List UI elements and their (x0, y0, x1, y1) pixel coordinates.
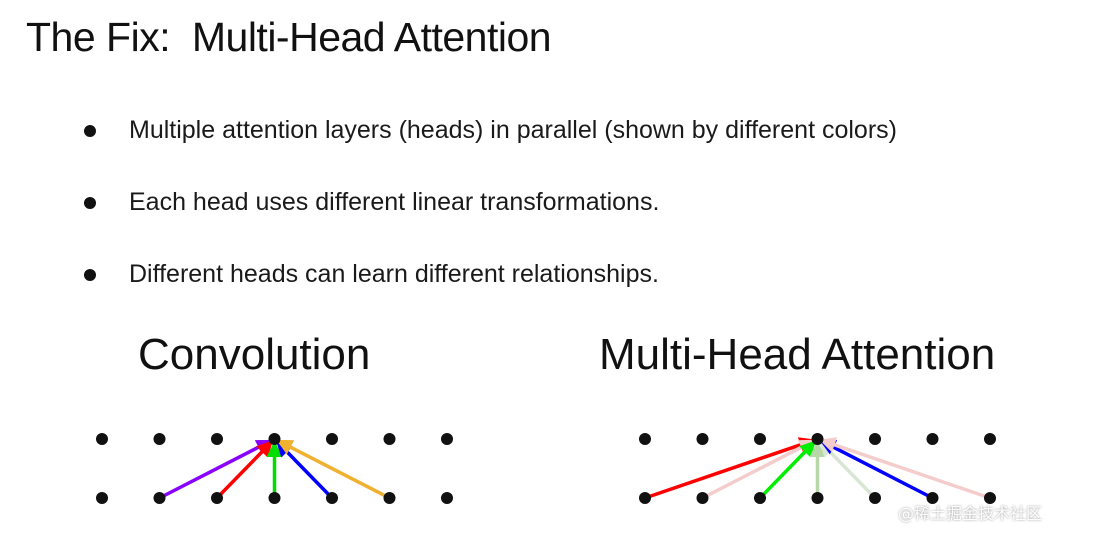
convolution-output-dot (441, 433, 453, 445)
bullet-text: Different heads can learn different rela… (129, 260, 659, 288)
attention-output-dot (754, 433, 766, 445)
watermark: @稀土掘金技术社区 (898, 504, 1043, 523)
attention-input-dot (754, 492, 766, 504)
convolution-output-dot (383, 433, 396, 445)
convolution-input-dot (211, 492, 223, 504)
attention-input-dot (869, 492, 881, 504)
multi-head-attention-title: Multi-Head Attention (599, 330, 996, 379)
bullet-item: Multiple attention layers (heads) in par… (82, 108, 897, 180)
convolution-arrow (157, 439, 273, 500)
attention-arrow (809, 441, 826, 500)
bullet-item: Different heads can learn different rela… (82, 252, 897, 324)
attention-arrow (700, 439, 816, 500)
convolution-input-dot (153, 492, 166, 504)
convolution-title: Convolution (138, 330, 371, 379)
attention-arrow (819, 439, 935, 500)
attention-output-dot (639, 433, 651, 445)
attention-output-dot (984, 433, 996, 445)
convolution-arrow (276, 439, 392, 500)
attention-input-dot (696, 492, 709, 504)
bullet-dot-icon (84, 125, 96, 137)
bullet-dot-icon (84, 269, 96, 281)
convolution-arrow (215, 440, 274, 500)
bullet-text: Multiple attention layers (heads) in par… (129, 116, 897, 144)
attention-input-dot (811, 492, 824, 504)
convolution-output-dot (96, 433, 108, 445)
convolution-input-dot (96, 492, 108, 504)
bullet-text: Each head uses different linear transfor… (129, 188, 660, 216)
attention-output-dot (926, 433, 939, 445)
attention-output-dot (696, 433, 709, 445)
convolution-arrow (266, 441, 283, 500)
convolution-output-dot (211, 433, 223, 445)
slide-title: The Fix: Multi-Head Attention (26, 14, 552, 60)
attention-output-dot (811, 433, 824, 445)
convolution-input-dot (326, 492, 338, 504)
bullet-item: Each head uses different linear transfor… (82, 180, 897, 252)
bullet-list: Multiple attention layers (heads) in par… (82, 108, 897, 324)
convolution-output-dot (326, 433, 338, 445)
attention-input-dot (984, 492, 996, 504)
convolution-input-dot (268, 492, 281, 504)
convolution-output-dot (153, 433, 166, 445)
convolution-output-dot (268, 433, 281, 445)
attention-arrow (819, 437, 992, 500)
bullet-dot-icon (84, 197, 96, 209)
attention-output-dot (869, 433, 881, 445)
attention-input-dot (926, 492, 939, 504)
convolution-input-dot (383, 492, 396, 504)
attention-input-dot (639, 492, 651, 504)
convolution-input-dot (441, 492, 453, 504)
